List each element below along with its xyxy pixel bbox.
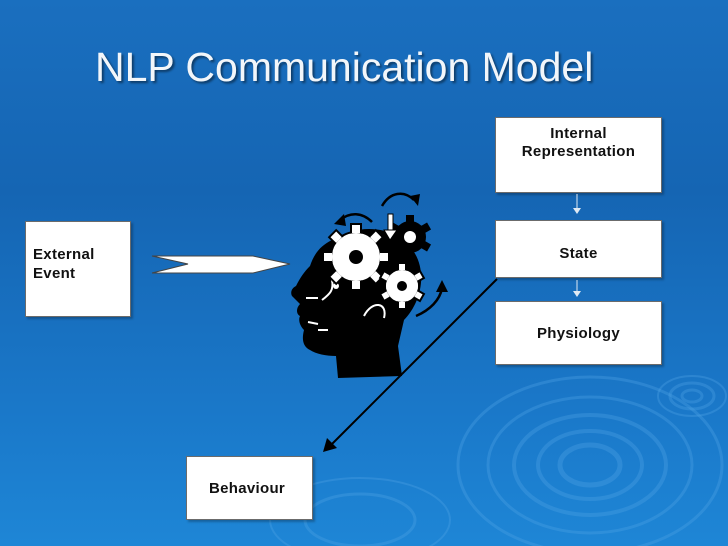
- external-event-label-line-2: Event: [33, 265, 76, 282]
- thinking-head-with-gears-icon: [291, 192, 448, 378]
- behaviour-label: Behaviour: [209, 480, 286, 497]
- internal-representation-label-line-2: Representation: [521, 143, 636, 160]
- internal-representation-box: Internal Representation: [495, 117, 662, 193]
- arrow-state-to-physiology: [573, 280, 581, 297]
- external-event-box: External Event: [25, 221, 131, 317]
- state-label: State: [559, 245, 598, 262]
- behaviour-box: Behaviour: [186, 456, 313, 520]
- physiology-box: Physiology: [495, 301, 662, 365]
- arrow-state-to-behaviour: [323, 278, 498, 452]
- white-down-arrow: [383, 213, 398, 241]
- external-event-label-line-1: External: [33, 246, 95, 263]
- right-arrow-icon: [151, 255, 291, 274]
- arrow-internal-to-state: [573, 194, 581, 214]
- state-box: State: [495, 220, 662, 278]
- physiology-label: Physiology: [536, 325, 621, 342]
- internal-representation-label-line-1: Internal: [550, 125, 607, 142]
- slide-title: NLP Communication Model: [95, 44, 594, 90]
